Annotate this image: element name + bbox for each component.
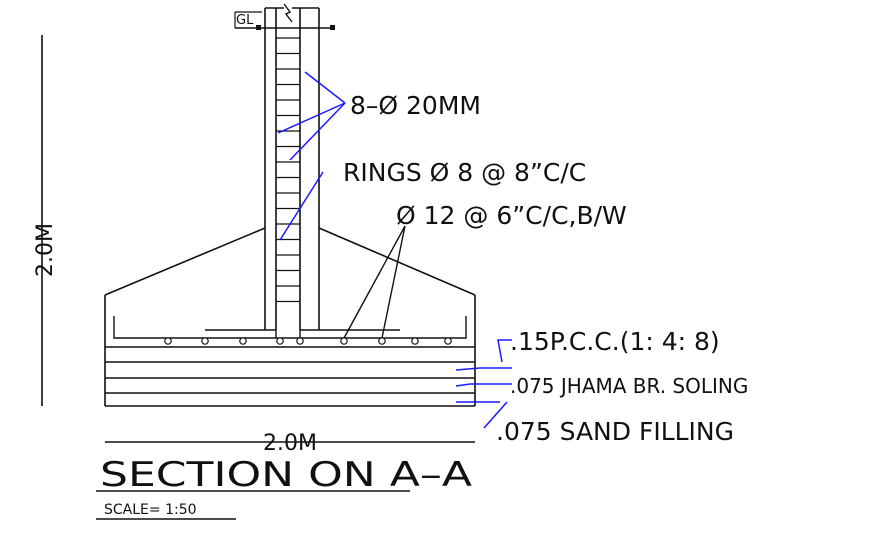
rebar-section	[276, 337, 284, 345]
pcc-layer-label: .15P.C.C.(1: 4: 8)	[510, 327, 720, 356]
mesh-leaders	[343, 225, 406, 339]
footing-outline	[104, 227, 476, 348]
rebar-section	[201, 337, 209, 345]
main-bars-label: 8–Ø 20MM	[350, 91, 481, 120]
bar-circles	[164, 337, 452, 345]
rebar-section	[164, 337, 172, 345]
rebar-section	[378, 337, 386, 345]
bottom-reinforcement	[113, 316, 467, 339]
vertical-dimension-label: 2.0M	[33, 223, 58, 277]
rings-label: RINGS Ø 8 @ 8”C/C	[343, 158, 586, 187]
rebar-section	[340, 337, 348, 345]
rebar-section	[239, 337, 247, 345]
column	[264, 3, 320, 330]
ground-level-marker: GL	[234, 11, 335, 30]
base-layers	[104, 347, 476, 407]
horizontal-dimension-label: 2.0M	[263, 431, 317, 456]
scale-label: SCALE= 1:50	[104, 502, 197, 518]
sand-layer-label: .075 SAND FILLING	[496, 417, 734, 446]
jhama-layer-label: .075 JHAMA BR. SOLING	[510, 374, 748, 398]
ring-ties	[276, 37, 300, 303]
rebar-section	[444, 337, 452, 345]
section-title: SECTION ON A–A	[100, 455, 472, 495]
bottom-mesh-label: Ø 12 @ 6”C/C,B/W	[396, 201, 627, 230]
leader-lines	[277, 71, 512, 429]
gl-label: GL	[236, 13, 254, 28]
rebar-section	[411, 337, 419, 345]
rebar-section	[296, 337, 304, 345]
